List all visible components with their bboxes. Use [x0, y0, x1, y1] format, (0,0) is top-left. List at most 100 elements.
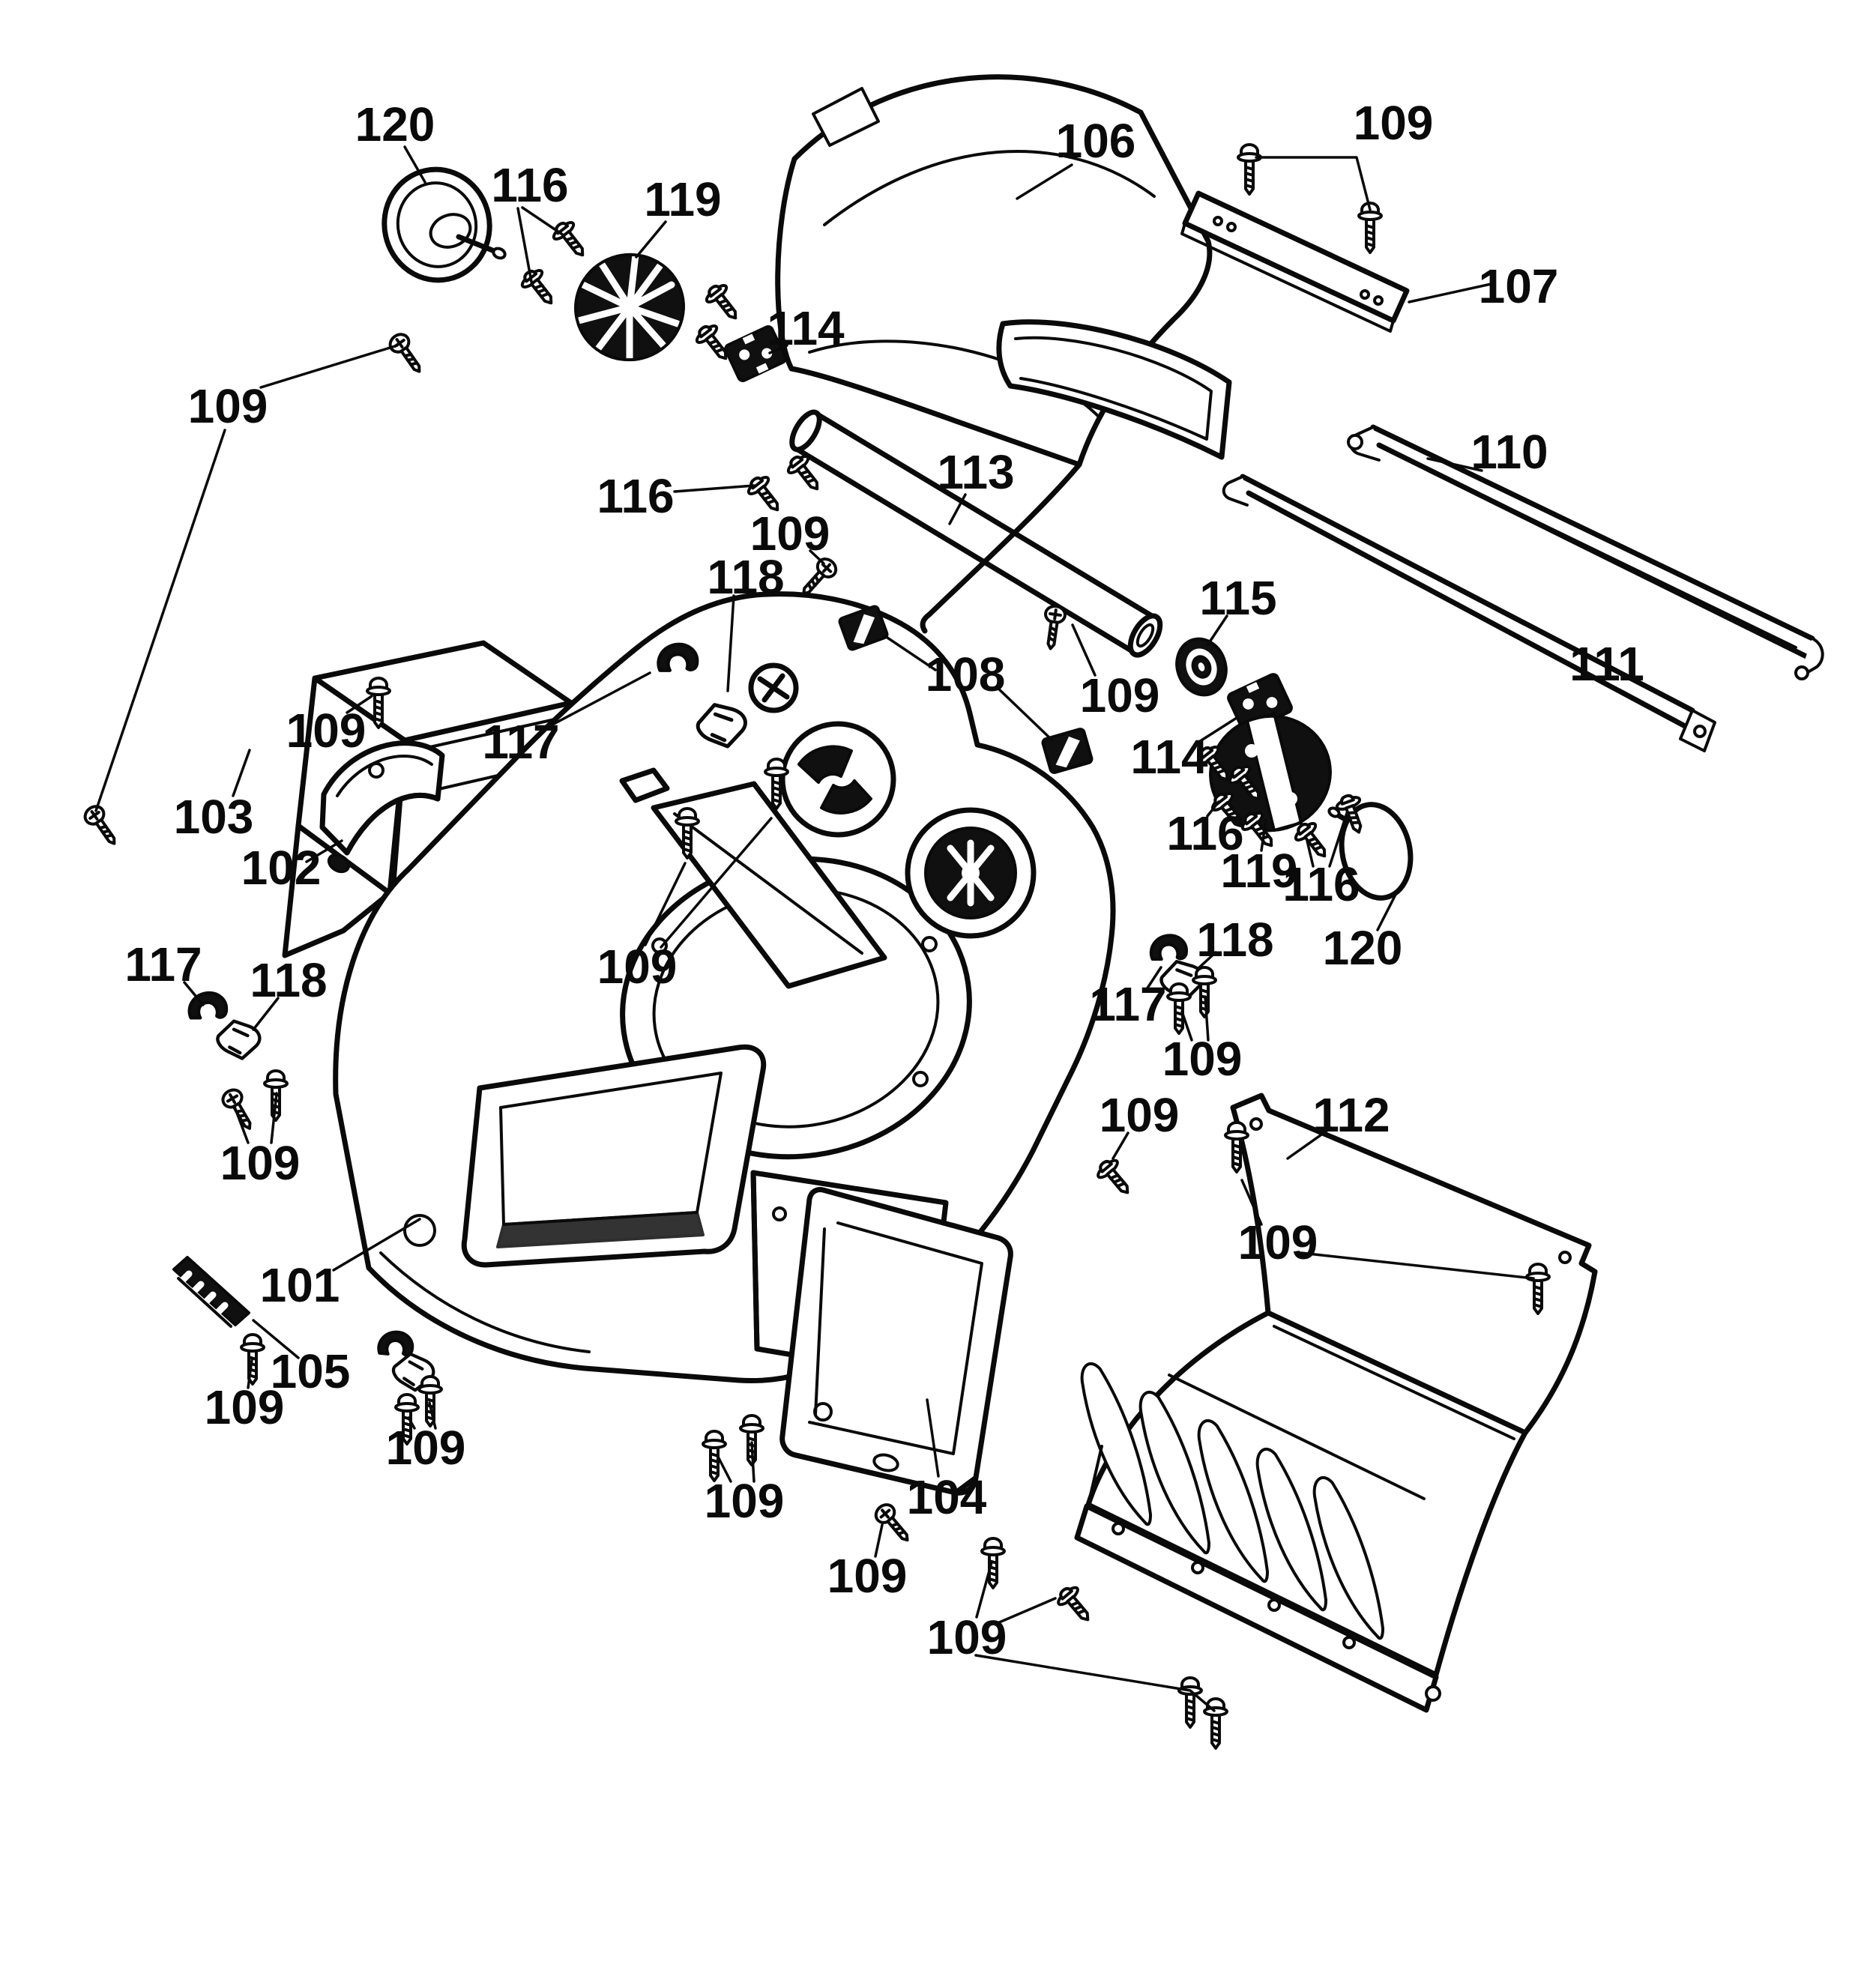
- part-120-wheel-cover-drawing: [381, 166, 507, 283]
- leader-line: [768, 344, 788, 354]
- part-number-label: 116: [491, 158, 568, 212]
- leader-line: [1376, 890, 1399, 931]
- leader-line: [1306, 839, 1315, 868]
- leader-line: [1206, 800, 1220, 818]
- part-number-label: 117: [482, 715, 559, 769]
- leader-line: [1286, 1126, 1333, 1160]
- leader-line: [521, 206, 565, 237]
- part-number-label: 118: [250, 953, 327, 1007]
- part-number-label: 104: [907, 1470, 987, 1524]
- callout-101: 101: [260, 1218, 421, 1312]
- leader-line: [403, 145, 426, 184]
- leader-line: [809, 549, 825, 565]
- callout-109: 109: [750, 507, 830, 565]
- leader-line: [428, 1401, 437, 1430]
- part-number-label: 116: [597, 469, 674, 523]
- leader-line: [259, 344, 399, 389]
- leader-line: [635, 220, 667, 259]
- leader-line: [1197, 951, 1217, 970]
- leader-line: [94, 429, 226, 812]
- leader-line: [1145, 966, 1162, 991]
- part-number-label: 109: [1238, 1215, 1318, 1269]
- leader-line: [183, 981, 205, 1006]
- leader-line: [726, 594, 735, 692]
- callout-105: 105: [252, 1319, 350, 1398]
- callout-117: 117: [482, 671, 651, 769]
- leader-line: [232, 749, 251, 797]
- leader-line: [1180, 1010, 1193, 1042]
- part-101-deck-housing-drawing: [333, 591, 1116, 1384]
- callout-111: 111: [1464, 590, 1644, 691]
- part-number-label: 109: [1080, 668, 1160, 722]
- callout-116: 116: [1166, 800, 1244, 860]
- part-number-label: 109: [1354, 96, 1434, 150]
- part-107-mount-bar-drawing: [1180, 190, 1410, 333]
- callout-109: 109: [927, 1561, 1216, 1712]
- callout-114: 114: [1130, 716, 1238, 784]
- part-119-wheel-hub-drawing: [574, 251, 685, 363]
- part-number-label: 107: [1479, 259, 1559, 313]
- part-number-label: 116: [1166, 806, 1243, 860]
- part-106-belt-cover-drawing: [775, 74, 1232, 634]
- part-number-label: 119: [644, 172, 721, 226]
- leader-line: [305, 839, 343, 863]
- callout-119: 119: [1220, 818, 1298, 898]
- part-number-label: 120: [355, 97, 435, 151]
- part-105-trim-strip-drawing: [172, 1256, 250, 1328]
- callout-109: 109: [1071, 623, 1160, 722]
- callout-117: 117: [1089, 966, 1167, 1031]
- callout-112: 112: [1286, 1088, 1390, 1160]
- leader-line: [1300, 1251, 1535, 1280]
- part-number-label: 109: [827, 1549, 908, 1603]
- part-number-label: 109: [1100, 1088, 1180, 1142]
- leader-line: [270, 1092, 278, 1144]
- part-number-label: 109: [286, 704, 367, 758]
- part-112-rear-deflector-drawing: [1072, 1093, 1598, 1713]
- part-number-label: 109: [386, 1421, 466, 1475]
- part-number-label: 110: [1471, 425, 1548, 479]
- leader-line: [1206, 614, 1228, 647]
- callout-109: 109: [286, 695, 373, 758]
- leader-line: [1194, 716, 1238, 746]
- leader-line: [1328, 812, 1348, 868]
- leader-line: [716, 1454, 732, 1483]
- callout-118: 118: [707, 550, 785, 692]
- leader-line: [541, 671, 651, 731]
- leader-line: [948, 493, 967, 525]
- callout-109: 109: [827, 1523, 908, 1603]
- callout-109: 109: [205, 1359, 284, 1434]
- part-number-label: 112: [1312, 1088, 1390, 1142]
- callout-109: 109: [94, 344, 399, 812]
- callout-110: 110: [1426, 425, 1548, 479]
- part-number-label: 114: [1130, 730, 1208, 784]
- part-102-baffle-drawing: [319, 740, 445, 856]
- leader-line: [1426, 457, 1483, 472]
- callout-109: 109: [1162, 995, 1242, 1086]
- callout-120: 120: [1323, 890, 1402, 975]
- part-number-label: 102: [241, 841, 322, 895]
- part-number-label: 118: [707, 550, 784, 604]
- part-104-side-cover-drawing: [779, 1187, 1013, 1496]
- leader-line: [874, 1523, 884, 1558]
- leader-line: [1464, 590, 1575, 650]
- leader-line: [247, 1359, 253, 1389]
- callout-109: 109: [386, 1401, 466, 1475]
- callout-109: 109: [597, 817, 773, 994]
- part-number-label: 109: [597, 940, 678, 994]
- callout-118: 118: [250, 953, 328, 1031]
- callout-109: 109: [1255, 96, 1434, 211]
- callout-116: 116: [491, 158, 569, 283]
- part-number-label: 109: [188, 379, 268, 433]
- leader-line: [407, 1416, 416, 1430]
- callout-120: 120: [355, 97, 435, 184]
- leader-line: [332, 1218, 421, 1272]
- callout-102: 102: [241, 839, 343, 895]
- leader-line: [233, 1105, 250, 1144]
- leader-line: [1016, 163, 1073, 200]
- part-number-label: 109: [220, 1136, 301, 1190]
- part-number-label: 114: [767, 301, 845, 355]
- part-number-label: 109: [750, 507, 830, 561]
- leader-line: [644, 862, 687, 946]
- callout-109: 109: [1100, 1088, 1180, 1160]
